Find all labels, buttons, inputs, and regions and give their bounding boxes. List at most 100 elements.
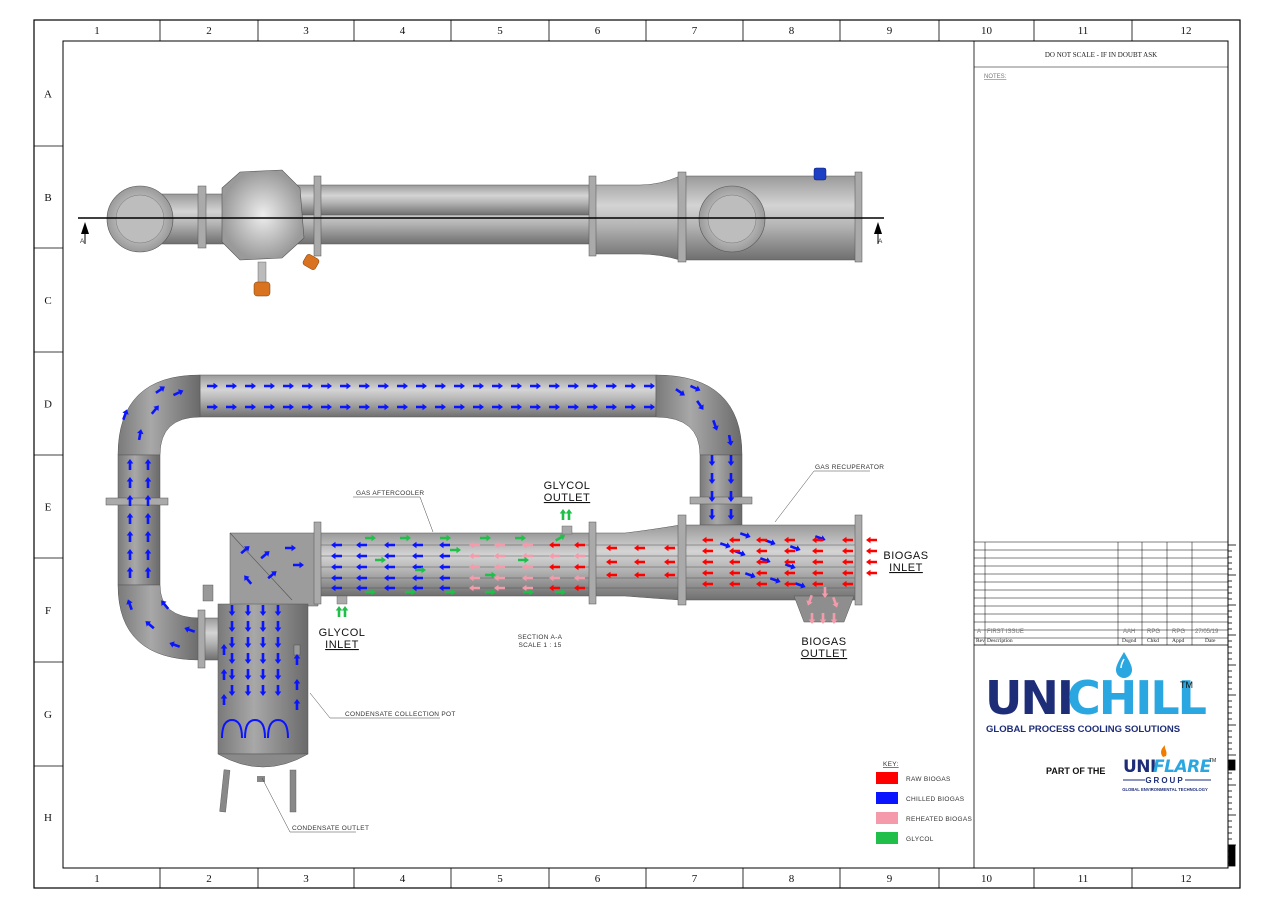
zone-col-top-1: 1 [94,25,100,37]
flow-arrow-183 [356,584,367,592]
rev-approved: RPG [1172,629,1185,635]
flow-arrow-149 [469,552,480,560]
flow-arrow-129 [664,558,675,566]
flow-arrow-87 [789,545,801,552]
flow-arrow-214 [228,637,236,648]
callout-condensate-pot: CONDENSATE COLLECTION POT [345,711,456,718]
rev-description: FIRST ISSUE [987,629,1024,635]
flow-arrow-199 [450,546,461,554]
zone-col-bottom-7: 7 [692,873,698,885]
flow-arrow-190 [555,534,566,542]
flow-arrow-95 [719,542,731,549]
flow-arrow-237 [220,669,228,680]
flow-arrow-225 [274,669,282,680]
flow-arrow-230 [240,546,250,555]
flow-arrow-152 [384,552,395,560]
flow-arrow-176 [549,584,560,592]
flow-arrow-115 [812,569,823,577]
flow-arrow-14 [340,382,351,390]
flow-arrow-82 [727,491,735,502]
biogas-outlet-label-2: OUTLET [801,648,847,660]
flow-arrow-164 [331,563,342,571]
flow-arrow-122 [784,580,795,588]
flow-arrow-134 [606,571,617,579]
flow-arrow-44 [625,382,636,390]
flow-arrow-184 [331,584,342,592]
flow-arrow-177 [522,584,533,592]
flame-icon [1161,745,1167,757]
flow-arrow-56 [126,531,134,542]
flow-arrow-211 [244,621,252,632]
callouts [261,470,870,833]
flow-arrow-103 [812,547,823,555]
flow-arrow-55 [144,513,152,524]
flow-arrow-182 [384,584,395,592]
legend-swatch-2 [876,812,898,824]
flow-arrow-193 [445,588,456,596]
flow-arrow-180 [439,584,450,592]
zone-col-top-9: 9 [887,25,893,37]
flow-arrow-48 [126,459,134,470]
flow-arrow-84 [727,509,735,520]
flow-arrow-221 [274,653,282,664]
zone-col-bottom-10: 10 [981,873,993,885]
flow-arrow-21 [397,403,408,411]
flow-arrow-127 [634,544,645,552]
plan-view: A A [78,167,884,297]
uniflare-group: GROUP [1145,776,1184,785]
section-view [105,374,863,813]
flow-arrow-29 [473,403,484,411]
biogas-inlet-label-1: BIOGAS [883,550,928,562]
flow-arrow-155 [574,563,585,571]
flow-arrow-17 [359,403,370,411]
legend-label-1: CHILLED BIOGAS [906,796,965,803]
flow-arrow-15 [340,403,351,411]
flow-arrow-133 [634,571,645,579]
flow-arrow-200 [485,571,496,579]
flow-arrow-25 [435,403,446,411]
flow-arrow-187 [440,534,451,542]
header-description: Description [987,638,1013,644]
flow-arrow-52 [126,495,134,506]
flow-arrow-111 [756,558,767,566]
flow-arrow-197 [375,556,386,564]
flow-arrow-85 [739,532,751,539]
flow-arrow-201 [518,556,529,564]
flow-arrow-106 [729,547,740,555]
flow-arrow-112 [729,558,740,566]
flow-arrow-20 [397,382,408,390]
callout-gas-recuperator: GAS RECUPERATOR [815,464,884,471]
flow-arrow-28 [473,382,484,390]
zone-col-top-5: 5 [497,25,503,37]
header-approved: Appd [1172,638,1184,644]
legend-label-3: GLYCOL [906,836,934,843]
flow-arrow-246 [832,596,839,608]
callout-gas-aftercooler: GAS AFTERCOOLER [356,490,424,497]
flow-arrow-46 [644,382,655,390]
zone-col-bottom-1: 1 [94,873,100,885]
flow-arrow-107 [702,547,713,555]
flow-arrow-172 [384,574,395,582]
flow-arrow-114 [842,569,853,577]
flow-arrow-113 [702,558,713,566]
flow-arrow-157 [522,563,533,571]
section-title: SECTION A-A [518,634,563,641]
flow-arrow-209 [274,605,282,616]
flow-arrow-65 [122,409,129,421]
flow-arrow-59 [144,549,152,560]
flow-arrow-32 [511,382,522,390]
part-of-label: PART OF THE [1046,766,1105,776]
flow-arrow-188 [480,534,491,542]
flow-arrow-69 [169,641,181,648]
flow-arrow-99 [756,536,767,544]
flow-arrow-83 [708,509,716,520]
zone-col-top-7: 7 [692,25,698,37]
flow-arrow-77 [708,455,716,466]
zone-col-top-12: 12 [1181,25,1192,37]
glycol-outlet-label-1: GLYCOL [544,480,591,492]
flow-arrow-163 [356,563,367,571]
logo-trademark: TM [1180,680,1193,690]
flow-arrow-104 [784,547,795,555]
flow-arrow-90 [759,557,771,564]
